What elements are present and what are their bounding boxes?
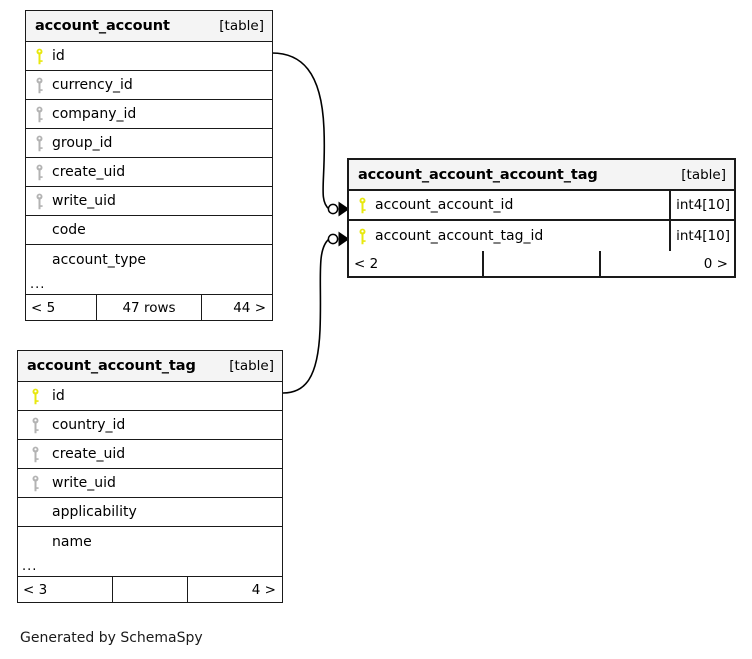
table-account-account-tag[interactable]: account_account_tag [table] id country_i… (17, 350, 283, 603)
foreign-key-icon (26, 77, 52, 94)
child-relations-count[interactable]: 4 > (251, 581, 276, 598)
relationship-edge-account-account-id (271, 52, 330, 210)
table-row[interactable]: id (18, 382, 282, 411)
table-footer: < 5 47 rows 44 > (26, 295, 272, 320)
table-columns: account_account_id int4[10] account_acco… (349, 191, 734, 251)
foreign-key-icon (18, 446, 52, 463)
primary-key-icon (349, 197, 375, 214)
primary-key-icon (26, 48, 52, 65)
relationship-endpoint-account-account-id (327, 201, 350, 217)
table-row[interactable]: group_id (26, 129, 272, 158)
table-title: account_account (35, 18, 170, 34)
table-header: account_account [table] (26, 11, 272, 42)
generated-by-caption: Generated by SchemaSpy (20, 630, 203, 646)
parent-relations-count[interactable]: < 2 (354, 255, 379, 272)
table-kind-label: [table] (219, 18, 264, 34)
column-name: country_id (52, 417, 126, 433)
row-count: 47 rows (96, 295, 202, 320)
table-columns: id country_id create_uid write_uid (18, 382, 282, 556)
column-name: company_id (52, 106, 137, 122)
table-account-account[interactable]: account_account [table] id currency_id (25, 10, 273, 321)
table-row[interactable]: account_type (26, 245, 272, 274)
row-count (112, 577, 188, 602)
column-name: id (52, 388, 65, 404)
foreign-key-icon (18, 417, 52, 434)
table-kind-label: [table] (229, 358, 274, 374)
column-name: account_type (52, 251, 147, 268)
parent-relations-count[interactable]: < 5 (31, 299, 56, 316)
table-account-account-account-tag[interactable]: account_account_account_tag [table] acco… (347, 158, 736, 278)
relationship-endpoint-account-account-tag-id (327, 231, 350, 247)
table-title: account_account_account_tag (358, 166, 598, 183)
table-header: account_account_account_tag [table] (349, 160, 734, 191)
primary-key-icon (349, 228, 375, 245)
table-row[interactable]: country_id (18, 411, 282, 440)
table-row[interactable]: create_uid (18, 440, 282, 469)
relationship-edge-account-account-tag-id (282, 238, 330, 394)
table-row[interactable]: account_account_tag_id int4[10] (349, 221, 734, 251)
child-relations-count[interactable]: 44 > (233, 299, 266, 316)
table-kind-label: [table] (681, 166, 726, 183)
table-row[interactable]: name (18, 527, 282, 556)
column-name: currency_id (52, 77, 133, 93)
table-row[interactable]: applicability (18, 498, 282, 527)
column-name: applicability (52, 504, 137, 520)
table-footer: < 3 4 > (18, 577, 282, 602)
table-title: account_account_tag (27, 358, 196, 374)
table-row[interactable]: currency_id (26, 71, 272, 100)
foreign-key-icon (26, 193, 52, 210)
column-name: write_uid (52, 475, 116, 491)
table-row[interactable]: company_id (26, 100, 272, 129)
table-row[interactable]: account_account_id int4[10] (349, 191, 734, 221)
table-columns: id currency_id company_id group_id (26, 42, 272, 274)
column-name: create_uid (52, 164, 126, 180)
more-columns-indicator: ... (26, 274, 272, 295)
table-row[interactable]: id (26, 42, 272, 71)
foreign-key-icon (26, 106, 52, 123)
row-count (482, 251, 601, 276)
table-row[interactable]: write_uid (18, 469, 282, 498)
column-name: code (52, 222, 86, 238)
foreign-key-icon (26, 164, 52, 181)
column-name: account_account_tag_id (375, 228, 544, 244)
column-name: id (52, 48, 65, 64)
column-name: account_account_id (375, 197, 514, 213)
column-name: group_id (52, 135, 113, 151)
table-footer: < 2 0 > (349, 251, 734, 276)
column-type: int4[10] (669, 221, 734, 251)
column-name: write_uid (52, 193, 116, 209)
column-type: int4[10] (669, 191, 734, 219)
table-row[interactable]: create_uid (26, 158, 272, 187)
table-row[interactable]: code (26, 216, 272, 245)
child-relations-count[interactable]: 0 > (703, 255, 728, 272)
column-name: name (52, 533, 92, 550)
more-columns-indicator: ... (18, 556, 282, 577)
foreign-key-icon (26, 135, 52, 152)
table-header: account_account_tag [table] (18, 351, 282, 382)
foreign-key-icon (18, 475, 52, 492)
column-name: create_uid (52, 446, 126, 462)
primary-key-icon (18, 388, 52, 405)
table-row[interactable]: write_uid (26, 187, 272, 216)
parent-relations-count[interactable]: < 3 (23, 581, 48, 598)
